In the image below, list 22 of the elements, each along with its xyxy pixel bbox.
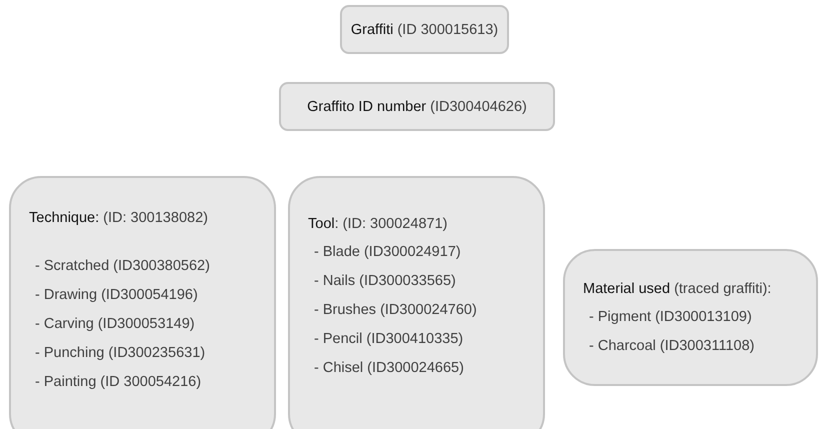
id-box xyxy=(279,82,555,131)
list-item: - Blade (ID300024917) xyxy=(313,244,462,260)
heading-text: Tool: (ID: 300024871) xyxy=(308,216,448,232)
list-item: - Pencil (ID300410335) xyxy=(313,331,464,347)
list-item: - Nails (ID300033565) xyxy=(313,273,457,289)
list-item: - Painting (ID 300054216) xyxy=(34,374,202,390)
list-item: - Scratched (ID300380562) xyxy=(34,258,211,274)
label-text: Graffito ID number (ID300404626) xyxy=(307,98,527,114)
list-item: - Pigment (ID300013109) xyxy=(588,309,753,325)
list-item: - Charcoal (ID300311108) xyxy=(588,338,756,354)
list-item: - Brushes (ID300024760) xyxy=(313,302,478,318)
category-box xyxy=(288,176,545,429)
list-item: - Punching (ID300235631) xyxy=(34,345,206,361)
list-item: - Chisel (ID300024665) xyxy=(313,360,465,376)
category-box xyxy=(9,176,276,429)
list-item: - Carving (ID300053149) xyxy=(34,316,196,332)
heading-text: Technique: (ID: 300138082) xyxy=(29,210,209,226)
category-box xyxy=(563,249,818,386)
list-item: - Drawing (ID300054196) xyxy=(34,287,199,303)
title-box xyxy=(340,5,509,54)
heading-text: Material used (traced graffiti): xyxy=(583,281,772,297)
label-text: Graffiti (ID 300015613) xyxy=(350,22,498,38)
